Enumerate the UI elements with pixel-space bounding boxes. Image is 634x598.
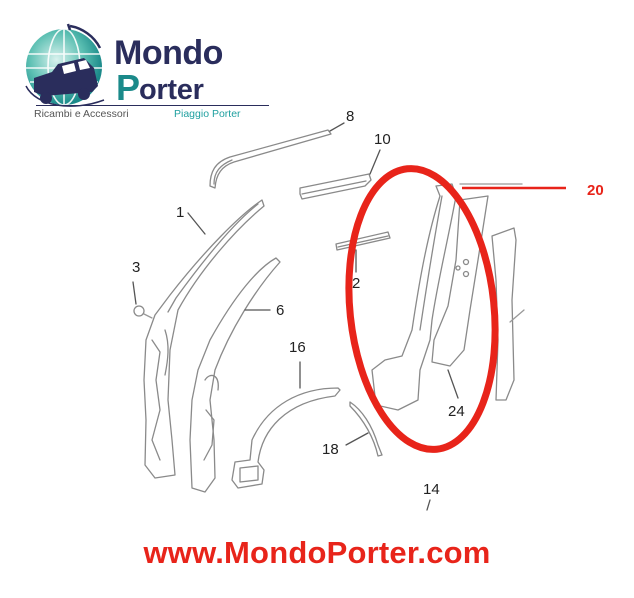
callout-10: 10 bbox=[374, 131, 391, 148]
part-1-a-pillar bbox=[143, 199, 265, 479]
part-16-wheel-arch bbox=[231, 361, 341, 489]
part-6-inner-pillar bbox=[189, 257, 281, 493]
callout-2: 2 bbox=[352, 275, 361, 292]
part-18-bracket bbox=[345, 401, 383, 457]
callout-18: 18 bbox=[322, 441, 339, 458]
globe-van-icon bbox=[25, 23, 105, 107]
callout-20-highlighted: 20 bbox=[587, 182, 604, 199]
website-url[interactable]: www.MondoPorter.com bbox=[143, 535, 491, 570]
logo-brand-mondo: Mondo bbox=[114, 34, 223, 72]
callout-24: 24 bbox=[448, 403, 465, 420]
callout-14: 14 bbox=[423, 481, 440, 498]
logo-tagline-left: Ricambi e Accessori bbox=[34, 108, 129, 120]
part-3-grommet bbox=[132, 281, 153, 319]
part-8-roof-rail bbox=[209, 122, 345, 189]
logo-brand-p: P bbox=[116, 67, 141, 108]
callout-8: 8 bbox=[346, 108, 355, 125]
part-10-rail bbox=[299, 149, 381, 200]
callout-16: 16 bbox=[289, 339, 306, 356]
callout-1: 1 bbox=[176, 204, 185, 221]
logo-brand-porter: orter bbox=[139, 74, 204, 106]
logo-tagline-right: Piaggio Porter bbox=[174, 108, 241, 120]
mondo-porter-logo: Mondo P orter Ricambi e Accessori Piaggi… bbox=[22, 22, 269, 122]
highlight-ellipse bbox=[345, 165, 499, 453]
logo-divider bbox=[36, 105, 269, 106]
callout-6: 6 bbox=[276, 302, 285, 319]
part-2-rail bbox=[335, 231, 391, 273]
callout-3: 3 bbox=[132, 259, 141, 276]
